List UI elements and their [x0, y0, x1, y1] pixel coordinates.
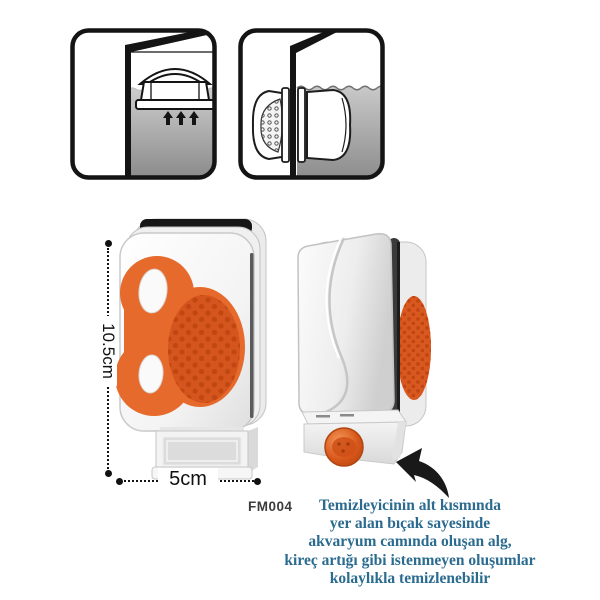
- cleaner-top-view: [135, 68, 213, 110]
- description-line: kireç artığı gibi istenmeyen oluşumlar: [284, 551, 536, 569]
- product-photo-front: [115, 218, 267, 480]
- aquarium-glass: [290, 32, 339, 176]
- blade-bracket: [151, 427, 258, 480]
- description-line: Temizleyicinin alt kısmında: [318, 497, 501, 514]
- product-description: Temizleyicinin alt kısmında yer alan bıç…: [254, 497, 566, 588]
- blade-bracket-side: [301, 409, 407, 467]
- dimension-dot: [104, 239, 112, 247]
- curved-arrow-icon: [396, 448, 449, 498]
- dimension-dot: [115, 477, 123, 485]
- height-label: 10.5cm: [99, 316, 118, 386]
- waterline: [296, 85, 381, 91]
- usage-diagram-side-view: [238, 28, 385, 180]
- grip-hole-bottom: [138, 354, 164, 394]
- description-line: akvaryum camında oluşan alg,: [308, 533, 512, 551]
- diagram-border: [70, 28, 217, 180]
- usage-diagram-top-view: [70, 28, 217, 180]
- aquarium-glass: [125, 32, 213, 176]
- description-line: yer alan bıçak sayesinde: [329, 515, 491, 533]
- up-arrows-icon: [163, 111, 199, 125]
- product-photo-side: [297, 232, 449, 498]
- description-line: kolaylıkla temizlenebilir: [329, 569, 491, 587]
- diagram-border: [238, 28, 385, 180]
- magnet-body-side: [297, 232, 431, 427]
- width-label: 5cm: [158, 468, 218, 491]
- cleaner-side-view: [251, 87, 352, 163]
- grip-hole-top: [138, 268, 168, 314]
- orange-grip: [115, 256, 245, 416]
- product-code: FM004: [248, 499, 293, 514]
- dimension-dot: [253, 477, 261, 485]
- dimension-dot: [104, 469, 112, 477]
